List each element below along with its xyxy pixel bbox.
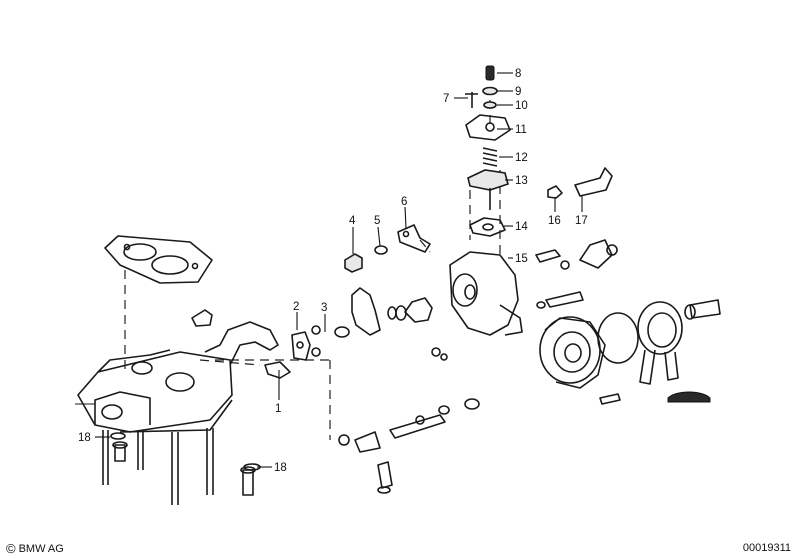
callout-12: 12 — [515, 152, 528, 164]
callout-7: 7 — [443, 93, 449, 105]
callout-18-right: 18 — [274, 462, 287, 474]
drawing-number: 00019311 — [742, 542, 791, 554]
callout-2: 2 — [293, 301, 299, 313]
callout-11: 11 — [515, 124, 527, 136]
callout-3: 3 — [321, 302, 327, 314]
small-parts-drawing — [344, 167, 613, 273]
assembly-dashed-lines — [124, 100, 501, 440]
callout-labels: 1 2 3 4 5 6 7 8 9 10 11 12 13 14 15 16 1… — [78, 68, 588, 474]
callout-18-left: 18 — [78, 432, 91, 444]
choke-housing-drawing — [539, 299, 721, 405]
callout-5: 5 — [374, 215, 380, 227]
pump-body-drawing — [431, 239, 618, 361]
callout-14: 14 — [515, 221, 528, 233]
flange-gasket-drawing — [104, 235, 213, 284]
callout-17: 17 — [575, 215, 588, 227]
callout-13: 13 — [515, 175, 528, 187]
copyright-symbol: © — [6, 541, 16, 556]
copyright-notice: © BMW AG — [6, 541, 64, 556]
callout-10: 10 — [515, 100, 528, 112]
callout-6: 6 — [401, 196, 407, 208]
leader-lines — [95, 72, 583, 468]
brand-name: BMW AG — [18, 542, 64, 555]
pump-top-stack-drawing — [465, 65, 511, 237]
callout-1: 1 — [275, 403, 281, 415]
callout-15: 15 — [515, 253, 528, 265]
carburetor-body-drawing — [75, 349, 261, 505]
callout-4: 4 — [349, 215, 356, 227]
callout-16: 16 — [548, 215, 561, 227]
throttle-linkage-drawing — [191, 287, 433, 379]
callout-8: 8 — [515, 68, 521, 80]
linkage-rod-drawing — [338, 398, 480, 494]
callout-9: 9 — [515, 86, 521, 98]
